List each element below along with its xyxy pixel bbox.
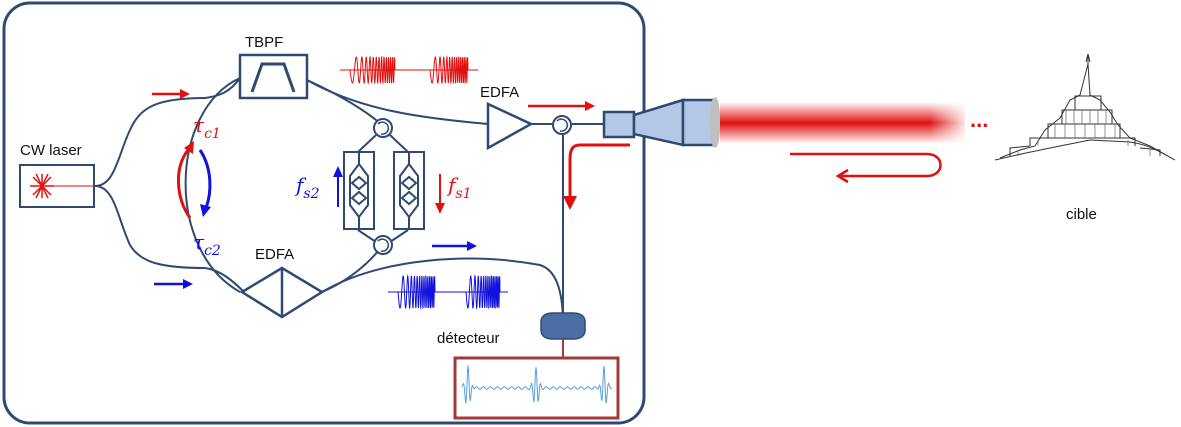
tbpf-label: TBPF: [245, 34, 283, 51]
tau-c2-label: τc2: [193, 230, 221, 259]
edfa-top-label: EDFA: [480, 84, 519, 101]
arrow-ring-red: [176, 141, 194, 219]
tbpf-filter: [238, 53, 309, 100]
arrow-return-to-detector: [563, 143, 630, 210]
circulator-output: [552, 115, 572, 135]
modulator-fs1: [393, 151, 425, 230]
target-castle-drawing: [994, 53, 1176, 161]
beam-continuation-dots: ...: [970, 107, 988, 132]
edfa-top-amplifier: [486, 102, 534, 151]
oscilloscope-trace: [453, 356, 620, 420]
blue-pulse-train: [388, 274, 508, 310]
arrow-blue-edfa-out: [432, 241, 477, 251]
telescope-collimator: [602, 97, 721, 148]
cw-laser: [19, 164, 95, 208]
arrow-red-input: [152, 89, 190, 99]
arrow-red-edfa-out: [528, 101, 595, 111]
fiber-lines: [94, 77, 604, 319]
detector: [540, 312, 586, 358]
circulator-bottom: [373, 235, 393, 255]
return-path-arrow: [790, 152, 942, 184]
arrow-fs1-down: [435, 174, 445, 214]
edfa-bottom-amplifier: [239, 266, 325, 319]
arrow-ring-blue: [198, 149, 212, 217]
red-pulse-train: [340, 55, 478, 85]
modulator-fs2: [343, 151, 375, 230]
tau-c1-label: τc1: [193, 113, 221, 142]
fs1-label: fs1: [446, 173, 472, 202]
fs2-label: fs2: [294, 173, 320, 202]
system-frame: [2, 1, 646, 425]
laser-beam: [720, 102, 965, 144]
cw-laser-label: CW laser: [20, 142, 82, 159]
arrow-blue-input: [154, 279, 193, 289]
target-label: cible: [1066, 206, 1097, 223]
arrow-fs2-up: [333, 166, 343, 207]
detector-label: détecteur: [437, 330, 500, 347]
circulator-top: [373, 118, 393, 138]
edfa-bottom-label: EDFA: [255, 246, 294, 263]
